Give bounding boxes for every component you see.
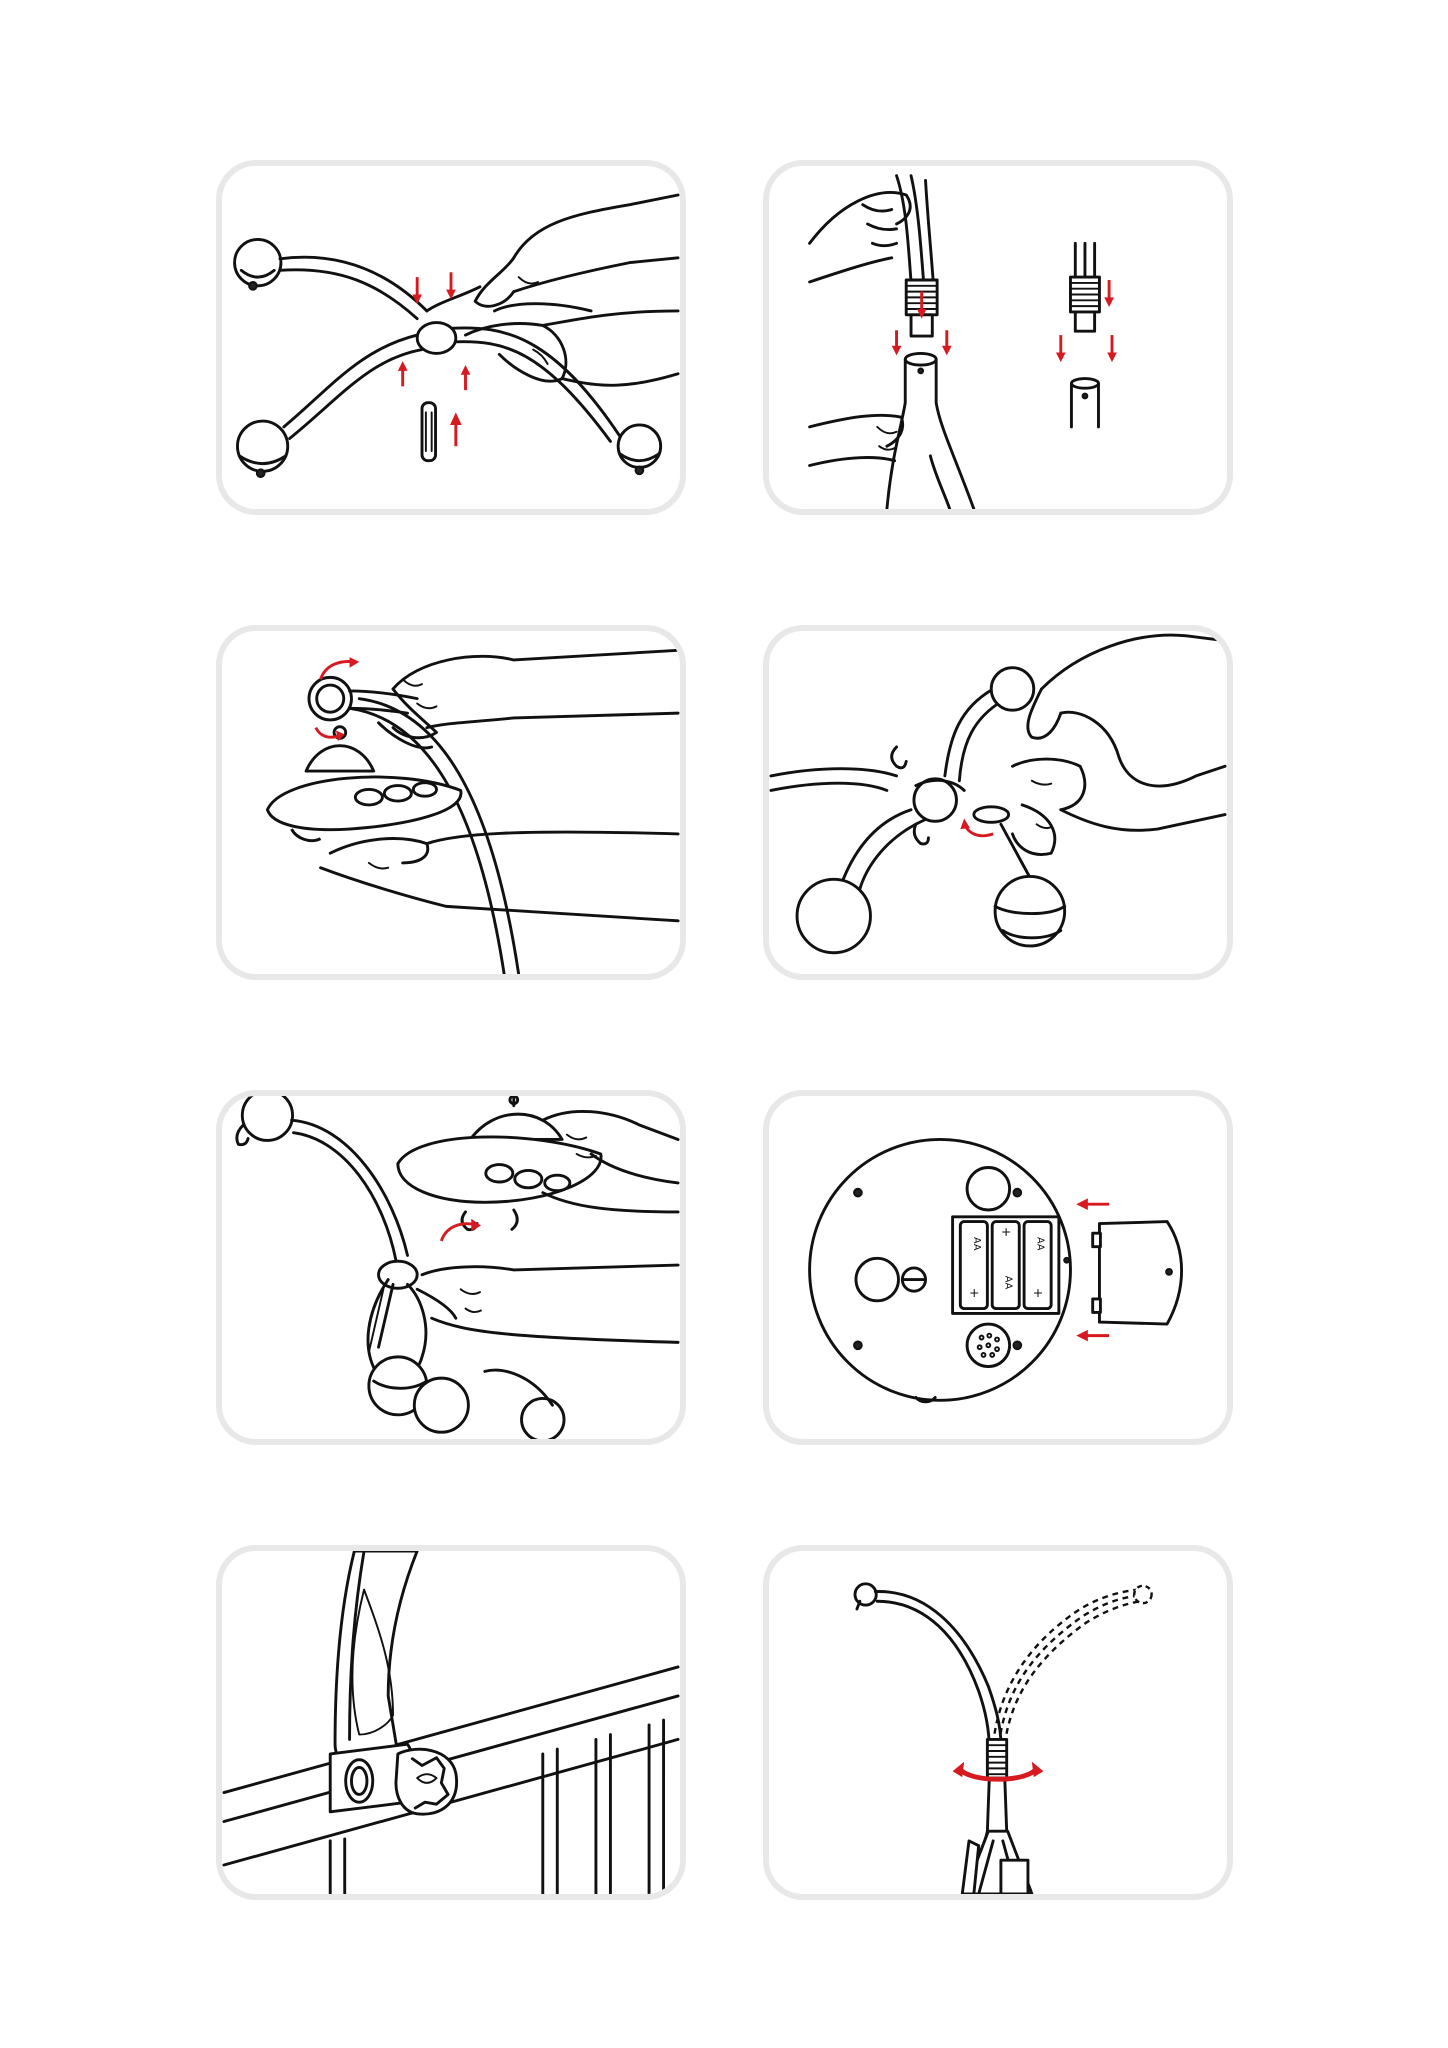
battery-compartment-illustration: AA AA AA + + + <box>808 1138 1183 1404</box>
battery-label: AA <box>971 1237 982 1251</box>
step-8-panel <box>763 1545 1233 1900</box>
hang-ball-illustration <box>769 633 1227 955</box>
battery-label: AA <box>1003 1276 1014 1290</box>
crib-clamp-illustration <box>222 1551 680 1894</box>
polarity-label: + <box>1001 1224 1012 1239</box>
connect-arms-illustration <box>233 193 680 479</box>
step-5-panel <box>216 1090 686 1445</box>
polarity-label: + <box>1033 1285 1044 1300</box>
step-1-panel <box>216 160 686 515</box>
hook-ufo-illustration <box>235 1096 680 1439</box>
arrow-icon <box>891 280 1117 363</box>
step-3-panel <box>216 625 686 980</box>
attach-ufo-illustration <box>265 648 680 974</box>
step-7-panel <box>216 1545 686 1900</box>
step-2-panel <box>763 160 1233 515</box>
rotate-arm-illustration <box>853 1582 1153 1894</box>
arrow-icon <box>1076 1198 1110 1342</box>
insert-arm-pole-illustration <box>808 174 1117 509</box>
rotate-arrow-icon <box>952 1761 1044 1782</box>
polarity-label: + <box>969 1285 980 1300</box>
battery-icon: AA AA AA + + + <box>958 1220 1053 1311</box>
arrow-icon <box>397 272 471 447</box>
arrow-icon <box>960 818 994 838</box>
step-4-panel <box>763 625 1233 980</box>
step-6-panel: AA AA AA + + + <box>763 1090 1233 1445</box>
arrow-icon <box>439 1218 481 1242</box>
arrow-icon <box>314 657 360 742</box>
battery-label: AA <box>1035 1237 1046 1251</box>
